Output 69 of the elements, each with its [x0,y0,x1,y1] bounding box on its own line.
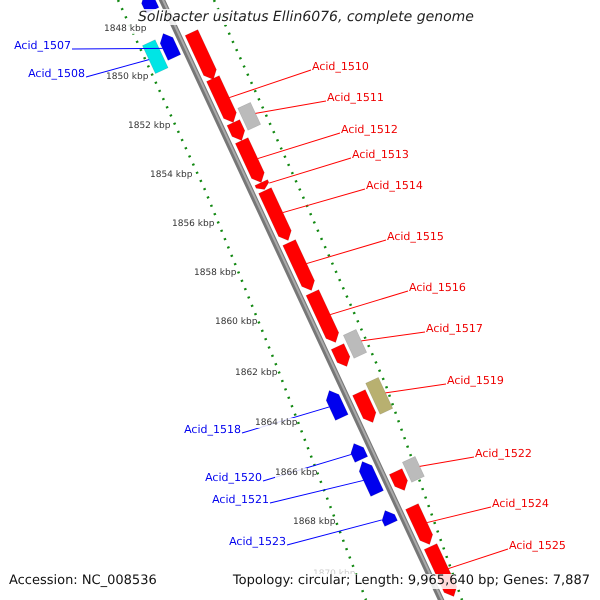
gene-label: Acid_1518 [184,424,241,437]
gene-feature [382,510,398,527]
gene-feature [402,456,425,483]
gene-label: Acid_1517 [426,323,483,336]
gene-label: Acid_1512 [341,124,398,137]
gene-feature [226,119,246,141]
leader-line [270,480,364,504]
gene-feature [234,137,265,183]
gene-feature [365,377,394,415]
scale-label: 1864 kbp [255,418,298,428]
gene-feature [237,102,262,131]
gene-label: Acid_1521 [212,494,269,507]
gene-label: Acid_1519 [447,375,504,388]
gene-feature [142,39,169,74]
gene-feature [306,289,340,343]
gene-feature [282,239,315,291]
leader-line [448,548,508,570]
leader-line [282,188,366,214]
scale-label: 1850 kbp [106,72,148,82]
footer-text: Accession: NC_008536 [9,574,157,589]
gene-feature [326,390,349,421]
leader-line [72,48,163,50]
gene-label: Acid_1516 [409,282,466,295]
gene-label: Acid_1513 [352,149,409,162]
gene-label: Acid_1511 [327,92,384,105]
scale-label: 1866 kbp [275,468,318,478]
leader-line [228,70,312,98]
gene-label: Acid_1508 [28,68,85,81]
scale-label: 1868 kbp [293,517,336,528]
scale-label: 1858 kbp [194,268,236,278]
gene-label: Acid_1523 [229,536,286,549]
gene-label: Acid_1524 [492,498,549,511]
leader-line [426,506,492,524]
gene-feature [206,75,237,123]
gene-label: Acid_1507 [14,40,71,53]
gene-label: Acid_1520 [205,472,262,485]
leader-line [419,456,474,467]
leader-line [255,100,326,114]
scale-label: 1848 kbp [104,24,146,34]
gene-label: Acid_1525 [509,540,566,553]
gene-feature [160,33,182,61]
gene-feature [388,468,408,491]
leader-line [306,240,386,264]
scale-label: 1856 kbp [172,219,214,230]
gene-feature [254,179,270,190]
gene-feature [352,389,376,423]
scale-label: 1860 kbp [215,317,258,328]
scale-label: 1862 kbp [235,368,278,378]
leader-line [330,290,408,316]
gene-feature [342,329,368,359]
leader-line [268,158,352,184]
gene-feature [184,29,217,80]
scale-label: 1852 kbp [128,121,170,132]
title: Solibacter usitatus Ellin6076, complete genome [138,9,474,26]
leader-line [385,384,446,394]
gene-label: Acid_1510 [312,61,369,74]
gene-feature [358,461,384,497]
gene-feature [350,443,368,463]
gene-feature [258,187,292,241]
gene-label: Acid_1515 [387,231,444,244]
gene-label: Acid_1522 [475,448,532,461]
gene-feature [330,343,350,367]
leader-line [286,519,382,546]
leader-line [257,132,340,160]
leader-line [360,332,426,342]
leader-line [86,59,150,78]
gene-label: Acid_1514 [366,180,423,193]
gene-feature [405,503,433,545]
scale-label: 1854 kbp [150,170,192,180]
